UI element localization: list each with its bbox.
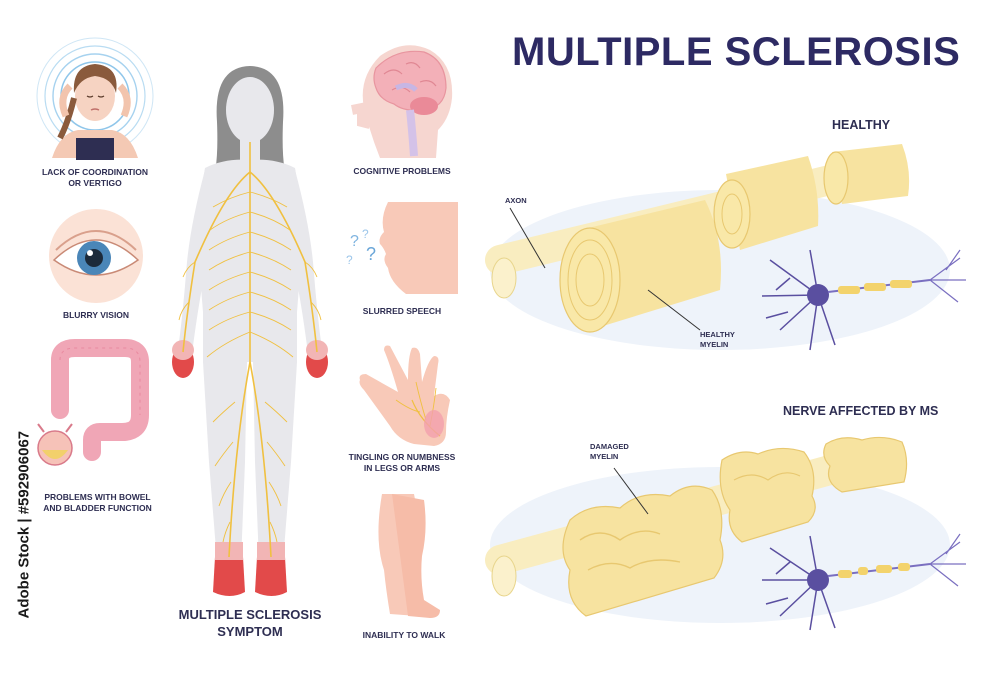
healthy-myelin-label-line2: MYELIN: [700, 340, 729, 349]
affected-nerve-diagram: [485, 436, 966, 631]
page-title: MULTIPLE SCLEROSIS: [512, 30, 961, 74]
brain-illustration: [351, 45, 453, 159]
svg-text:?: ?: [366, 244, 376, 264]
intestine-illustration: [37, 339, 149, 466]
bowel-label-line2: AND BLADDER FUNCTION: [43, 503, 152, 513]
eye-illustration: [49, 209, 143, 303]
speech-illustration: ? ? ? ?: [346, 202, 458, 294]
tingling-label: TINGLING OR NUMBNESS IN LEGS OR ARMS: [335, 452, 469, 474]
axon-label: AXON: [505, 196, 527, 205]
coordination-label-line1: LACK OF COORDINATION: [41, 167, 149, 177]
bowel-label: PROBLEMS WITH BOWEL AND BLADDER FUNCTION: [30, 492, 165, 514]
damaged-myelin-label-line1: DAMAGED: [590, 442, 629, 451]
svg-text:?: ?: [362, 227, 369, 241]
hand-illustration: [359, 345, 450, 446]
healthy-heading: HEALTHY: [832, 118, 891, 132]
legs-illustration: [378, 494, 440, 618]
walk-label: INABILITY TO WALK: [362, 630, 446, 640]
vision-label: BLURRY VISION: [62, 310, 130, 320]
svg-text:?: ?: [350, 233, 359, 250]
affected-heading: NERVE AFFECTED BY MS: [783, 404, 939, 418]
svg-text:?: ?: [346, 253, 353, 267]
coordination-label: LACK OF COORDINATION OR VERTIGO: [30, 167, 160, 189]
healthy-myelin-label-line1: HEALTHY: [700, 330, 735, 339]
bowel-label-line1: PROBLEMS WITH BOWEL: [44, 492, 151, 502]
damaged-myelin-label: DAMAGED MYELIN: [590, 442, 629, 462]
healthy-myelin-label: HEALTHY MYELIN: [700, 330, 735, 350]
tingling-label-line2: IN LEGS OR ARMS: [363, 463, 441, 473]
figure-caption-line2: SYMPTOM: [217, 624, 283, 639]
figure-caption: MULTIPLE SCLEROSIS SYMPTOM: [170, 606, 330, 640]
vertigo-illustration: [36, 37, 154, 160]
cognitive-label: COGNITIVE PROBLEMS: [353, 166, 451, 176]
speech-label: SLURRED SPEECH: [362, 306, 442, 316]
damaged-myelin-label-line2: MYELIN: [590, 452, 619, 461]
coordination-label-line2: OR VERTIGO: [68, 178, 122, 188]
figure-caption-line1: MULTIPLE SCLEROSIS: [178, 607, 322, 622]
body-figure: [172, 66, 328, 596]
healthy-nerve-diagram: [485, 144, 966, 351]
tingling-label-line1: TINGLING OR NUMBNESS: [348, 452, 456, 462]
